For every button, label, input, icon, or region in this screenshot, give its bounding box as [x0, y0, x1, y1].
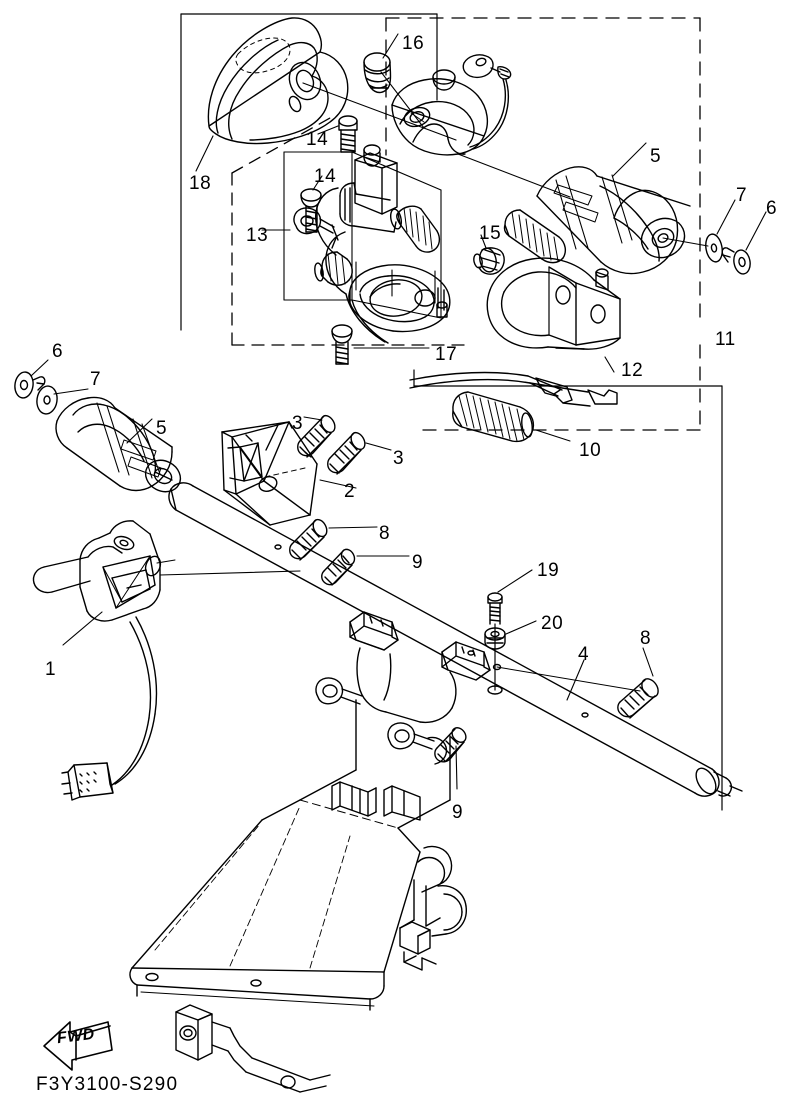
part-8-bolt-center — [289, 518, 378, 561]
group-box-11-dashed — [385, 17, 701, 431]
part-13-bracket — [261, 207, 339, 249]
callout-16: 16 — [402, 33, 425, 54]
part-5-grip-right — [536, 142, 691, 275]
group-box-13-dashed — [231, 117, 471, 346]
callout-2: 2 — [344, 481, 356, 502]
part-19-long-bolt — [487, 569, 533, 691]
part-1-throttle-lever — [32, 520, 301, 801]
part-10-cable-boot — [452, 391, 571, 443]
part-12-handlebar-holder-lower — [486, 257, 621, 373]
part-17-base-plate — [331, 261, 451, 365]
callout-17: 17 — [435, 344, 458, 365]
part-18-handlebar-cover — [195, 17, 457, 172]
callout-11: 11 — [715, 329, 736, 350]
callout-15: 15 — [479, 223, 502, 244]
callout-9-b: 9 — [452, 802, 464, 823]
part-8-bolt-right — [496, 647, 659, 719]
group-box-4-solid — [413, 369, 723, 811]
steering-column-assembly — [129, 611, 491, 1093]
callout-7-a: 7 — [736, 185, 748, 206]
callout-3-b: 3 — [393, 448, 405, 469]
part-7-washer-left — [36, 385, 89, 415]
callout-8-b: 8 — [640, 628, 652, 649]
callout-20: 20 — [541, 613, 564, 634]
callout-1: 1 — [45, 659, 57, 680]
part-15-grommet — [473, 234, 505, 275]
group-box-18-solid — [180, 13, 438, 331]
callout-8-a: 8 — [379, 523, 391, 544]
part-5-grip-left — [55, 396, 182, 493]
callout-9-a: 9 — [412, 552, 424, 573]
part-wire-boot-left — [314, 251, 353, 286]
part-20-collar — [484, 620, 537, 695]
callout-5-a: 5 — [650, 146, 662, 167]
part-9-screw-lower — [434, 727, 467, 790]
part-9-screw-center — [321, 548, 410, 586]
callout-4: 4 — [578, 644, 590, 665]
callout-19: 19 — [537, 560, 560, 581]
part-3-bolt-b — [327, 431, 392, 475]
part-2-handlebar-bracket — [221, 421, 357, 526]
wire-harness-right — [345, 293, 618, 407]
callout-10: 10 — [579, 440, 602, 461]
part-grip-boot-upper — [503, 209, 567, 264]
callout-12: 12 — [621, 360, 644, 381]
callout-13: 13 — [246, 225, 269, 246]
fwd-arrow — [43, 1021, 113, 1071]
callout-6-a: 6 — [766, 198, 778, 219]
callout-7-b: 7 — [90, 369, 102, 390]
callout-14-b: 14 — [314, 166, 337, 187]
part-handlebar-holder-upper — [391, 54, 571, 198]
callout-18: 18 — [189, 173, 212, 194]
part-6-bolt-left — [14, 359, 49, 399]
callout-6-b: 6 — [52, 341, 64, 362]
callout-5-b: 5 — [156, 418, 168, 439]
callout-14-a: 14 — [306, 129, 329, 150]
part-14-screw-upper — [317, 115, 358, 153]
part-16-plug — [363, 33, 425, 129]
diagram-part-number: F3Y3100-S290 — [36, 1074, 179, 1095]
part-6-bolt-right — [721, 211, 767, 275]
part-7-washer-right — [662, 199, 736, 263]
callout-3-a: 3 — [292, 413, 304, 434]
part-3-bolt-a — [297, 414, 336, 458]
